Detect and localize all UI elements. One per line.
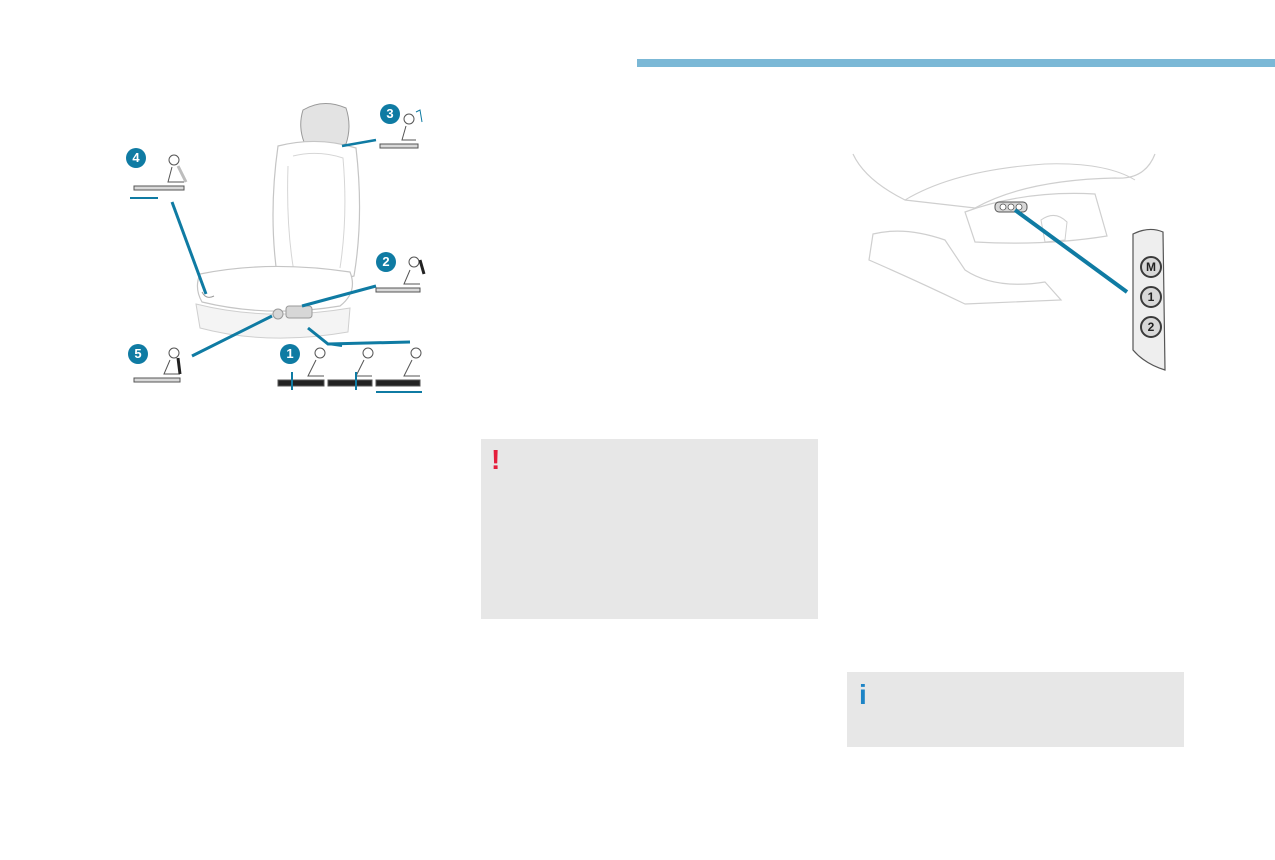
callout-2: 2 — [376, 252, 396, 272]
pictogram-5 — [133, 347, 182, 383]
callout-4: 4 — [126, 148, 146, 168]
warning-exclamation-icon: ! — [491, 444, 501, 475]
memory-button-1[interactable]: 1 — [1140, 286, 1162, 308]
callout-5: 5 — [128, 344, 148, 364]
warning-box: ! — [481, 439, 818, 619]
callout-3: 3 — [380, 104, 400, 124]
pictogram-3 — [379, 109, 423, 149]
pictogram-1-slide — [375, 347, 422, 393]
info-box: i — [847, 672, 1184, 747]
info-icon: i — [859, 679, 867, 710]
memory-button-2[interactable]: 2 — [1140, 316, 1162, 338]
pictogram-1-height — [277, 347, 326, 390]
pictogram-1-tilt — [327, 347, 374, 390]
header-accent-bar — [637, 59, 1275, 67]
memory-buttons-figure: M 1 2 — [845, 150, 1175, 375]
pictogram-4 — [130, 154, 188, 199]
seat-side-illustration — [852, 153, 1166, 371]
seat-adjustment-figure: 3 4 2 5 1 — [118, 96, 448, 396]
memory-button-m[interactable]: M — [1140, 256, 1162, 278]
pictogram-2 — [375, 256, 426, 293]
seat-illustration — [130, 103, 426, 393]
callout-1: 1 — [280, 344, 300, 364]
